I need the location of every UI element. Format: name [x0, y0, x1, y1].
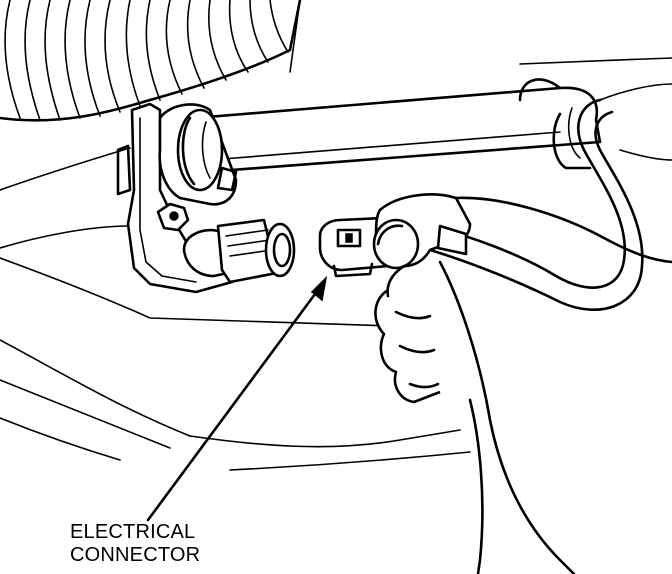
- tube-shaft: [183, 78, 602, 174]
- harness-wire: [428, 98, 644, 311]
- electrical-connector-label: ELECTRICAL CONNECTOR: [70, 521, 200, 567]
- callout-line-2: CONNECTOR: [70, 544, 201, 566]
- bracket-nut: [156, 202, 190, 232]
- callout-leader: [146, 275, 328, 522]
- ribbed-boot: [0, 0, 302, 122]
- callout-line-1: ELECTRICAL: [70, 521, 196, 543]
- shaft-clamp: [158, 103, 238, 206]
- sensor-connector-half: [182, 218, 296, 284]
- hand: [372, 57, 672, 574]
- body-panel-lines: [0, 0, 471, 471]
